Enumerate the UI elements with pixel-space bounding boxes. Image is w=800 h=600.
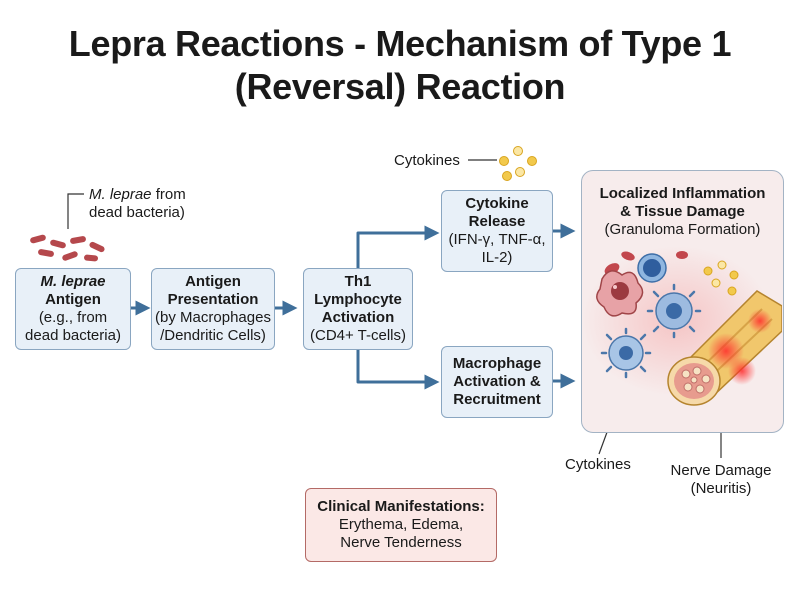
presentation-box-line-4: /Dendritic Cells) (160, 327, 266, 344)
panel-illustration (582, 246, 782, 406)
arrow-th1-to-macrophage (356, 348, 440, 390)
flow-arrows (129, 223, 576, 390)
mleprae-callout-line-2: dead bacteria) (89, 204, 185, 221)
cytokine-release-line-2: Release (468, 213, 526, 230)
activated-macrophage-icon (646, 283, 702, 339)
antigen-box-line-3: (e.g., from (38, 309, 108, 326)
th1-box-line-2: Lymphocyte (314, 291, 402, 308)
nerve-damage-line-1: Nerve Damage (670, 462, 772, 479)
clinical-line-3: Nerve Tenderness (340, 534, 462, 551)
panel-title-line-1: Localized Inflammation (599, 185, 766, 202)
panel-title-line-2: & Tissue Damage (620, 203, 745, 220)
mleprae-callout-line (67, 193, 84, 229)
macrophage-cell-icon (596, 270, 644, 317)
panel-title-line-3: (Granuloma Formation) (604, 221, 761, 238)
antigen-box-line-4: dead bacteria) (25, 327, 121, 344)
cytokine-dots-icon (499, 146, 537, 181)
antigen-box: M. leprae Antigen (e.g., from dead bacte… (15, 268, 131, 350)
panel-title: Localized Inflammation & Tissue Damage (… (582, 185, 783, 239)
th1-box: Th1 Lymphocyte Activation (CD4+ T-cells) (303, 268, 413, 350)
lymphocyte-cell-icon (637, 253, 667, 283)
th1-box-line-1: Th1 (344, 273, 372, 290)
activated-macrophage-icon-2 (600, 327, 652, 379)
cytokines-top-label: Cytokines (394, 152, 460, 169)
macrophage-line-2: Activation & (453, 373, 541, 390)
macrophage-line-1: Macrophage (452, 355, 542, 372)
arrow-th1-to-cytokine-release (356, 225, 440, 270)
nerve-bundle-icon (667, 290, 782, 406)
mleprae-callout-label: M. leprae from dead bacteria) (89, 186, 186, 222)
cytokine-release-line-3: (IFN-γ, TNF-α, (448, 231, 546, 248)
bacteria-rods-icon (30, 234, 105, 262)
cytokine-release-box: Cytokine Release (IFN-γ, TNF-α, IL-2) (441, 190, 553, 272)
title-line-2: (Reversal) Reaction (234, 66, 566, 107)
presentation-box-line-3: (by Macrophages (155, 309, 271, 326)
macrophage-box: Macrophage Activation & Recruitment (441, 346, 553, 418)
cytokine-release-line-4: IL-2) (481, 249, 513, 266)
mleprae-callout-italic: M. leprae (89, 186, 152, 203)
nerve-damage-label: Nerve Damage (Neuritis) (658, 462, 784, 498)
presentation-box-line-2: Presentation (167, 291, 259, 308)
presentation-box: Antigen Presentation (by Macrophages /De… (151, 268, 275, 350)
mleprae-callout-rest: from (151, 186, 186, 203)
page-title: Lepra Reactions - Mechanism of Type 1 (R… (0, 22, 800, 108)
cytokine-release-line-1: Cytokine (465, 195, 529, 212)
inflammation-panel: Localized Inflammation & Tissue Damage (… (581, 170, 784, 433)
nerve-damage-line-2: (Neuritis) (690, 480, 752, 497)
antigen-box-line-1: M. leprae (40, 273, 106, 290)
clinical-manifestations-box: Clinical Manifestations: Erythema, Edema… (305, 488, 497, 562)
th1-box-line-3: Activation (321, 309, 395, 326)
antigen-box-line-2: Antigen (45, 291, 101, 308)
presentation-box-line-1: Antigen (185, 273, 241, 290)
clinical-line-1: Clinical Manifestations: (317, 498, 485, 515)
th1-box-line-4: (CD4+ T-cells) (310, 327, 406, 344)
macrophage-line-3: Recruitment (453, 391, 541, 408)
clinical-line-2: Erythema, Edema, (338, 516, 464, 533)
panel-cytokine-dots-icon (703, 260, 739, 296)
cytokines-bottom-label: Cytokines (565, 456, 631, 473)
title-line-1: Lepra Reactions - Mechanism of Type 1 (68, 23, 732, 64)
